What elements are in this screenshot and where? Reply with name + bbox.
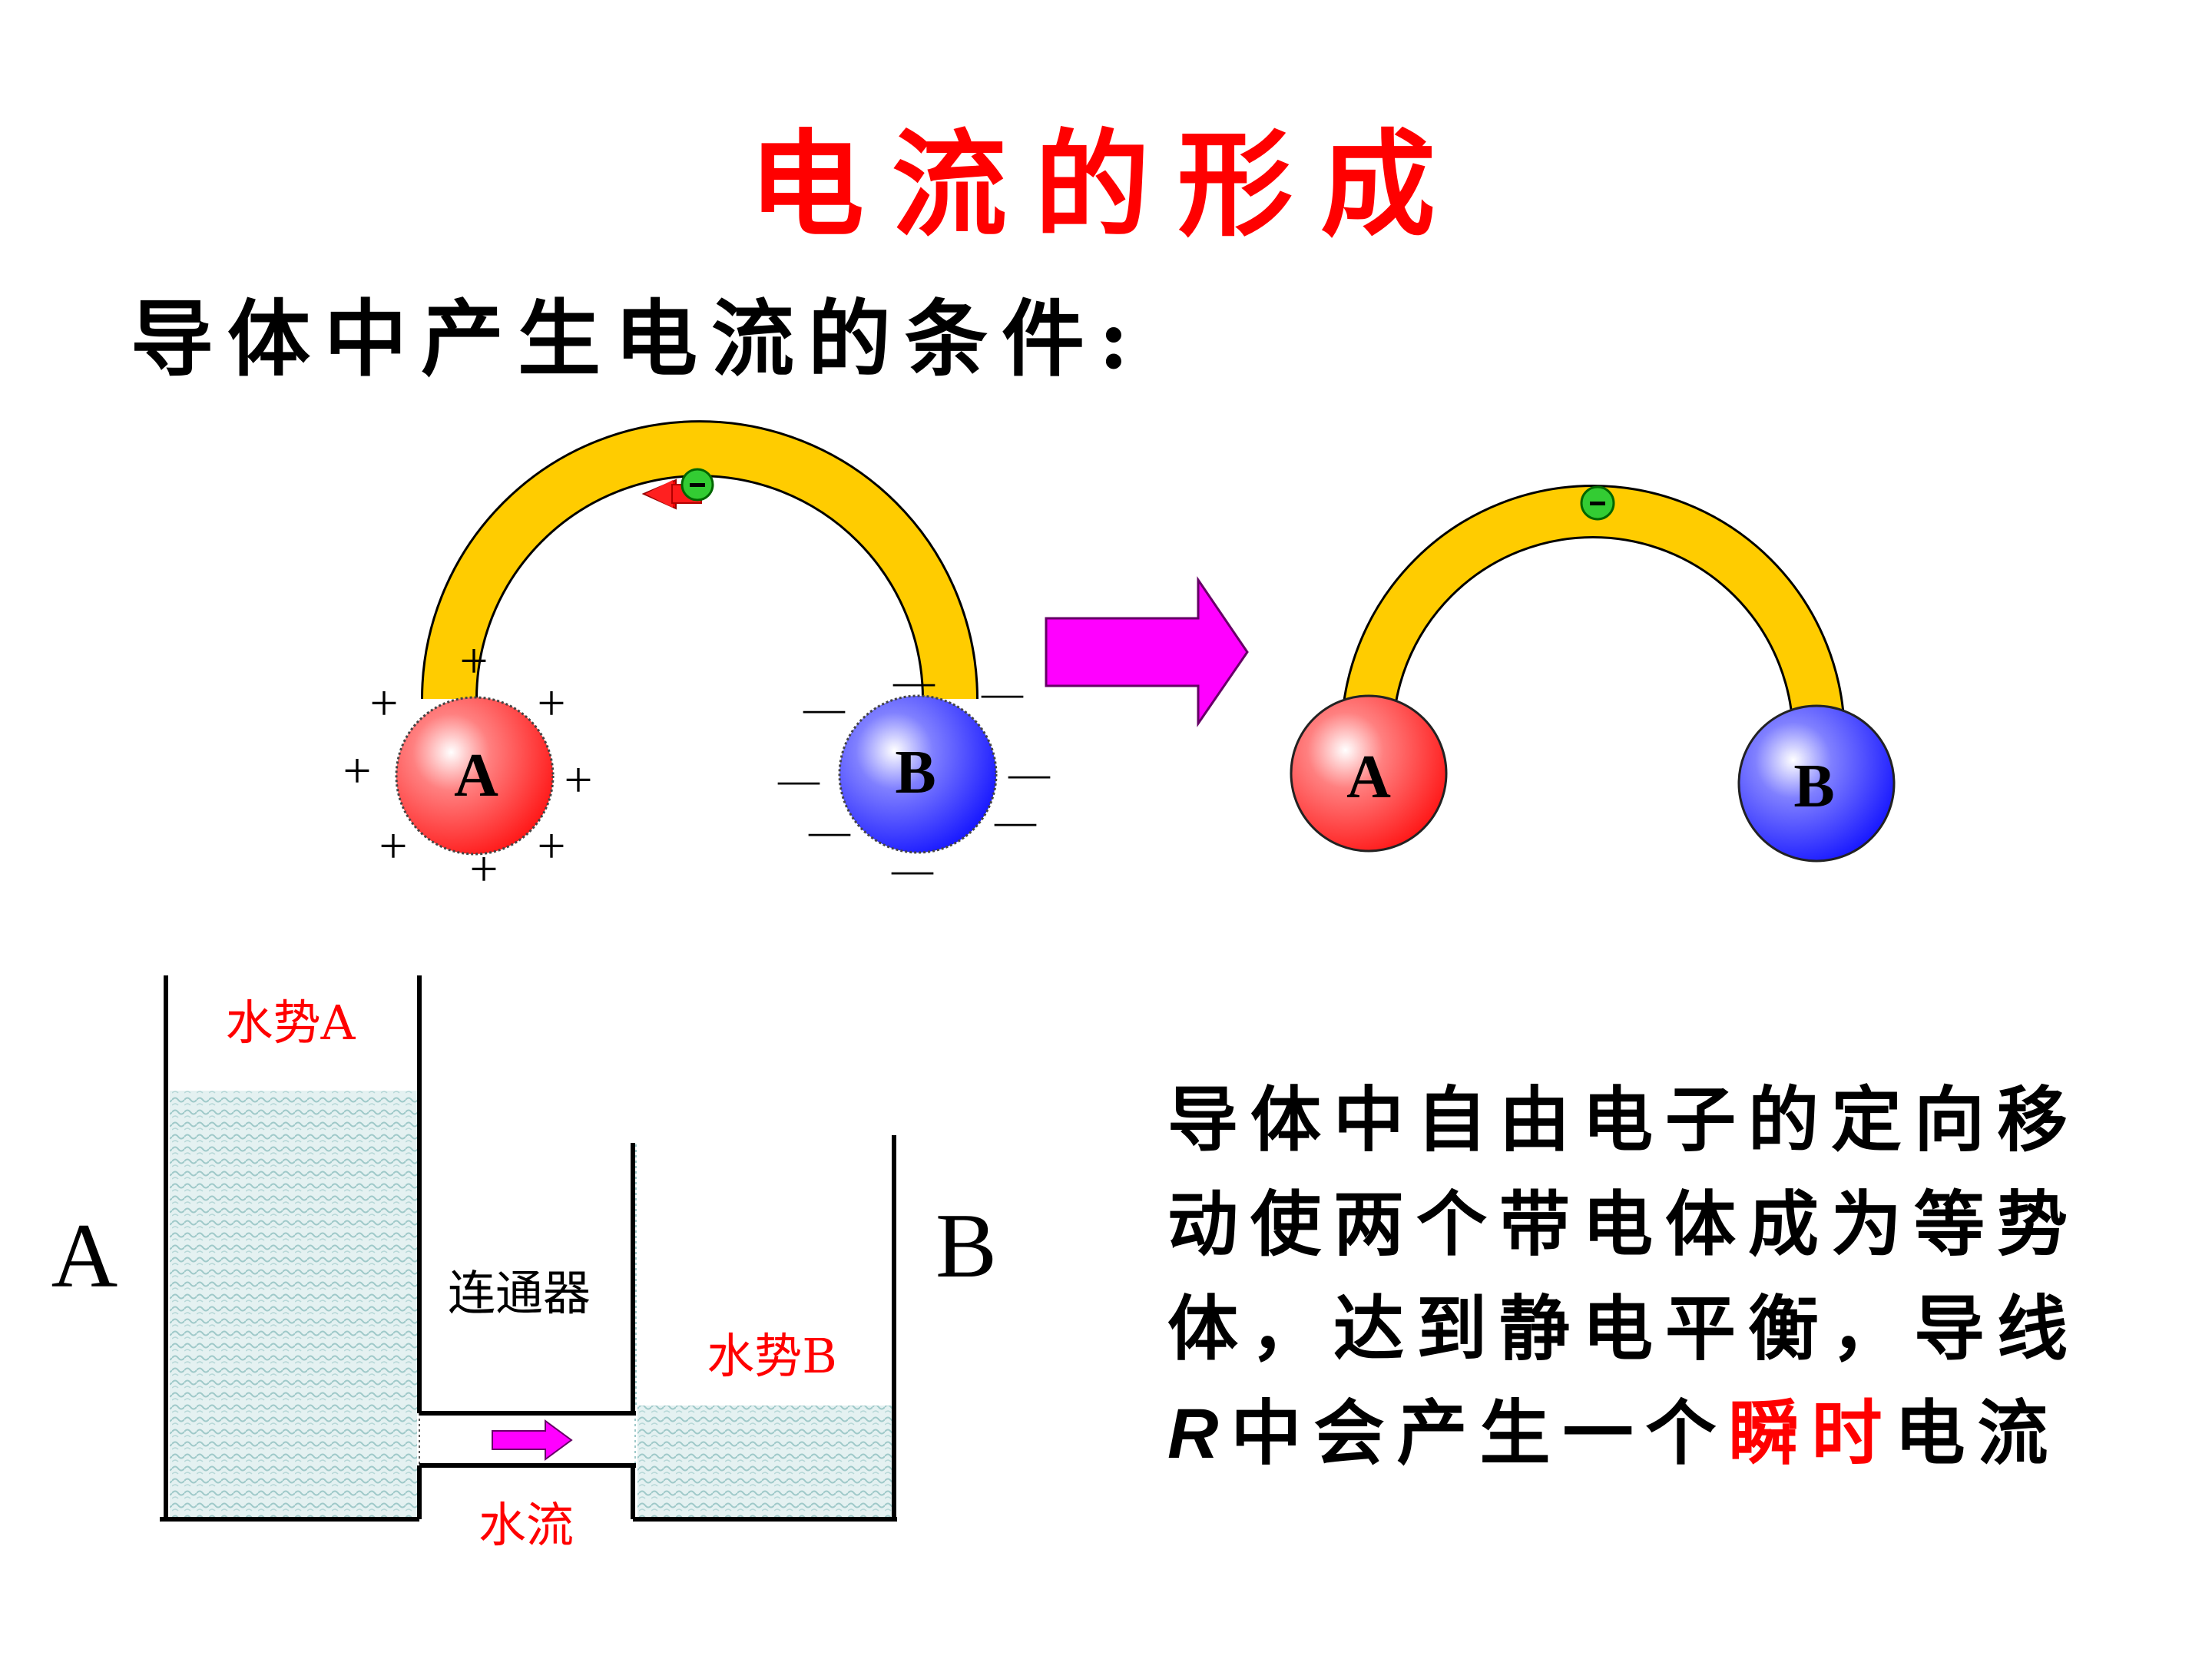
- right-circuit-diagram: A B: [1290, 485, 1896, 863]
- plus-sign: +: [537, 675, 565, 731]
- sphere-a-left-label: A: [454, 742, 498, 810]
- explanation-line: R中会产生一个瞬时电流: [1167, 1392, 2061, 1475]
- conductor-arc-right: [1343, 487, 1843, 738]
- transition-arrow: [1045, 576, 1249, 727]
- minus-sign: —: [994, 798, 1037, 844]
- explanation-line: 导体中自由电子的定向移: [1167, 1078, 2081, 1161]
- plus-sign: +: [564, 752, 592, 808]
- explanation-text: 导体中自由电子的定向移 动使两个带电体成为等势 体，达到静电平衡，导线 R中会产…: [1167, 1068, 2135, 1486]
- plus-sign: +: [343, 743, 371, 799]
- minus-sign: —: [1008, 750, 1051, 796]
- sphere-a-left: [395, 696, 555, 856]
- water-a: [170, 1091, 417, 1517]
- flow-arrow: [492, 1419, 573, 1461]
- sphere-b-left-label: B: [895, 739, 935, 806]
- vessel-b-label: B: [935, 1194, 997, 1296]
- explanation-line: 体，达到静电平衡，导线: [1167, 1287, 2081, 1370]
- explanation-line: 动使两个带电体成为等势: [1167, 1183, 2081, 1266]
- vessel-walls: [160, 975, 897, 1522]
- sphere-b-left: [838, 694, 998, 854]
- minus-sign: —: [891, 846, 934, 892]
- plus-sign: +: [469, 841, 498, 897]
- sphere-a-right-label: A: [1346, 743, 1391, 811]
- water-level-a-label: 水势A: [226, 995, 356, 1051]
- page-title: 电流的形成: [748, 118, 1463, 253]
- negative-charges: — — — — — — — —: [777, 658, 1051, 892]
- plus-sign: +: [369, 675, 398, 731]
- highlight-text: 瞬时: [1728, 1392, 1895, 1475]
- minus-sign: —: [892, 658, 935, 704]
- sphere-b-right-label: B: [1793, 753, 1834, 820]
- connector-label: 连通器: [448, 1265, 591, 1321]
- water-level-b-label: 水势B: [707, 1328, 837, 1384]
- plus-sign: +: [379, 818, 407, 874]
- left-circuit-diagram: A B + + + + + + + + — — — — — — — —: [343, 420, 1051, 897]
- plus-sign: +: [537, 818, 565, 874]
- subtitle: 导体中产生电流的条件:: [131, 291, 1143, 388]
- water-b: [637, 1406, 892, 1517]
- sphere-b-right: [1737, 704, 1896, 863]
- minus-sign: —: [803, 685, 846, 731]
- water-vessel-diagram: A B 水势A 水势B 连通器 水流: [51, 975, 997, 1553]
- plus-sign: +: [459, 633, 488, 689]
- flow-label: 水流: [478, 1497, 574, 1553]
- minus-sign: —: [808, 808, 851, 854]
- resistor-symbol: R: [1167, 1395, 1231, 1473]
- vessel-a-label: A: [51, 1204, 118, 1306]
- minus-sign: —: [777, 757, 820, 803]
- minus-sign: —: [981, 670, 1024, 716]
- positive-charges: + + + + + + + +: [343, 633, 592, 897]
- sphere-a-right: [1290, 694, 1448, 853]
